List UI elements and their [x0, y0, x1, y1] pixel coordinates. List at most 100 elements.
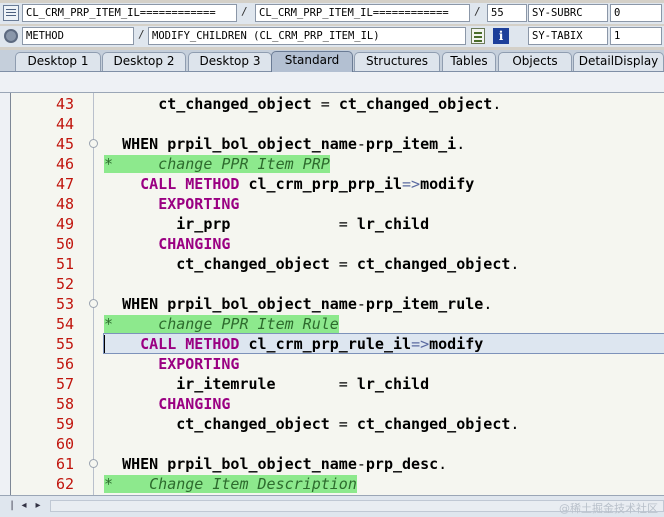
code-text: ct_changed_object = ct_changed_object. — [104, 254, 664, 274]
code-token: => — [411, 335, 430, 353]
code-token: - — [356, 455, 366, 473]
tab-desktop-2[interactable]: Desktop 2 — [102, 52, 186, 71]
code-line[interactable]: 61 WHEN prpil_bol_object_name-prp_desc. — [11, 454, 664, 474]
code-token: lr_child — [356, 215, 430, 233]
code-token — [104, 395, 158, 413]
document-icon — [3, 5, 19, 21]
tab-objects[interactable]: Objects — [498, 52, 572, 71]
code-line[interactable]: 54 * change PPR Item Rule — [11, 314, 664, 334]
code-text: CALL METHOD cl_crm_prp_rule_il=>modify — [104, 334, 664, 354]
code-line[interactable]: 43 ct_changed_object = ct_changed_object… — [11, 94, 664, 114]
code-text: CHANGING — [104, 234, 664, 254]
code-text: EXPORTING — [104, 194, 664, 214]
line-number: 59 — [55, 415, 74, 433]
tab-desktop-3[interactable]: Desktop 3 — [188, 52, 272, 71]
program-field[interactable]: CL_CRM_PRP_ITEM_IL============ — [22, 4, 237, 22]
line-number: 54 — [55, 315, 74, 333]
code-token: = — [329, 415, 357, 433]
scroll-left-icon[interactable]: ◂ — [21, 500, 27, 511]
code-text: ir_itemrule = lr_child — [104, 374, 664, 394]
line-number-field[interactable]: 55 — [487, 4, 527, 22]
code-token: = — [329, 255, 357, 273]
code-text: WHEN prpil_bol_object_name-prp_item_i. — [104, 134, 664, 154]
sysvar-value-field-1[interactable]: 0 — [610, 4, 662, 22]
breakpoint-gutter[interactable] — [0, 93, 23, 495]
tab-tables[interactable]: Tables — [442, 52, 496, 71]
tab-detaildisplay[interactable]: DetailDisplay — [573, 52, 664, 71]
code-line[interactable]: 59 ct_changed_object = ct_changed_object… — [11, 414, 664, 434]
code-line[interactable]: 53 WHEN prpil_bol_object_name-prp_item_r… — [11, 294, 664, 314]
code-line[interactable]: 51 ct_changed_object = ct_changed_object… — [11, 254, 664, 274]
comment: * Change Item Description — [104, 475, 357, 493]
code-line[interactable]: 52 — [11, 274, 664, 294]
horizontal-scrollbar[interactable]: | ◂ ▸ — [0, 495, 664, 517]
code-line[interactable]: 44 — [11, 114, 664, 134]
code-token: WHEN prpil_bol_object_name — [122, 455, 357, 473]
code-token: ct_changed_object — [176, 415, 330, 433]
fold-toggle-icon[interactable] — [89, 299, 98, 308]
watermark: @稀土掘金技术社区 — [559, 502, 658, 515]
text-cursor — [104, 335, 105, 353]
code-token: modify — [420, 175, 475, 193]
code-token: . — [510, 255, 520, 273]
code-token: cl_crm_prp_rule_il — [248, 335, 412, 353]
code-line[interactable]: 60 — [11, 434, 664, 454]
sysvar-name-field-2[interactable]: SY-TABIX — [528, 27, 608, 45]
code-line[interactable]: 47 CALL METHOD cl_crm_prp_prp_il=>modify — [11, 174, 664, 194]
code-line[interactable]: 50 CHANGING — [11, 234, 664, 254]
page-icon[interactable] — [471, 28, 485, 44]
code-token: ct_changed_object — [176, 255, 330, 273]
code-token: . — [510, 415, 520, 433]
include-field[interactable]: CL_CRM_PRP_ITEM_IL============ — [255, 4, 470, 22]
code-line[interactable]: 46* change PPR Item PRP — [11, 154, 664, 174]
line-number: 44 — [55, 115, 74, 133]
source-code-editor[interactable]: 43 ct_changed_object = ct_changed_object… — [10, 93, 664, 495]
code-line[interactable]: 58 CHANGING — [11, 394, 664, 414]
scroll-left-icon[interactable]: | — [10, 500, 14, 511]
code-token — [104, 355, 158, 373]
keyword: EXPORTING — [158, 195, 240, 213]
line-number: 50 — [55, 235, 74, 253]
tab-structures[interactable]: Structures — [354, 52, 440, 71]
code-token — [104, 375, 176, 393]
code-line[interactable]: 57 ir_itemrule = lr_child — [11, 374, 664, 394]
separator: / — [241, 5, 248, 18]
sysvar-name-field-1[interactable]: SY-SUBRC — [528, 4, 608, 22]
code-text: WHEN prpil_bol_object_name-prp_item_rule… — [104, 294, 664, 314]
code-line[interactable]: 55 CALL METHOD cl_crm_prp_rule_il=>modif… — [11, 333, 664, 354]
keyword: CALL METHOD — [140, 175, 240, 193]
event-type-field[interactable]: METHOD — [22, 27, 134, 45]
code-token: ir_itemrule — [176, 375, 276, 393]
code-text: CALL METHOD cl_crm_prp_prp_il=>modify — [104, 174, 664, 194]
code-text: * change PPR Item Rule — [104, 314, 664, 334]
editor-header-gap — [0, 72, 664, 93]
code-line[interactable]: 48 EXPORTING — [11, 194, 664, 214]
fold-toggle-icon[interactable] — [89, 139, 98, 148]
debugger-info-row-1: CL_CRM_PRP_ITEM_IL============ / CL_CRM_… — [0, 3, 664, 24]
code-token — [239, 175, 248, 193]
code-token — [104, 235, 158, 253]
sysvar-value-field-2[interactable]: 1 — [610, 27, 662, 45]
code-line[interactable]: 62* Change Item Description — [11, 474, 664, 494]
event-field[interactable]: MODIFY_CHILDREN (CL_CRM_PRP_ITEM_IL) — [148, 27, 466, 45]
separator: / — [138, 28, 145, 41]
info-icon[interactable]: i — [493, 28, 509, 44]
fold-guide — [93, 93, 94, 495]
code-token: WHEN prpil_bol_object_name — [122, 135, 357, 153]
code-text: * Change Item Description — [104, 474, 664, 494]
line-number: 45 — [55, 135, 74, 153]
line-number: 46 — [55, 155, 74, 173]
comment: * change PPR Item Rule — [104, 315, 339, 333]
code-line[interactable]: 56 EXPORTING — [11, 354, 664, 374]
code-token: ct_changed_object — [356, 255, 511, 273]
code-token: cl_crm_prp_prp_il — [248, 175, 403, 193]
code-token: - — [356, 295, 366, 313]
fold-toggle-icon[interactable] — [89, 459, 98, 468]
code-line[interactable]: 45 WHEN prpil_bol_object_name-prp_item_i… — [11, 134, 664, 154]
code-token — [104, 455, 122, 473]
line-number: 53 — [55, 295, 74, 313]
tab-desktop-1[interactable]: Desktop 1 — [15, 52, 101, 71]
code-line[interactable]: 49 ir_prp = lr_child — [11, 214, 664, 234]
scroll-right-icon[interactable]: ▸ — [35, 500, 41, 511]
tab-standard[interactable]: Standard — [271, 51, 353, 72]
